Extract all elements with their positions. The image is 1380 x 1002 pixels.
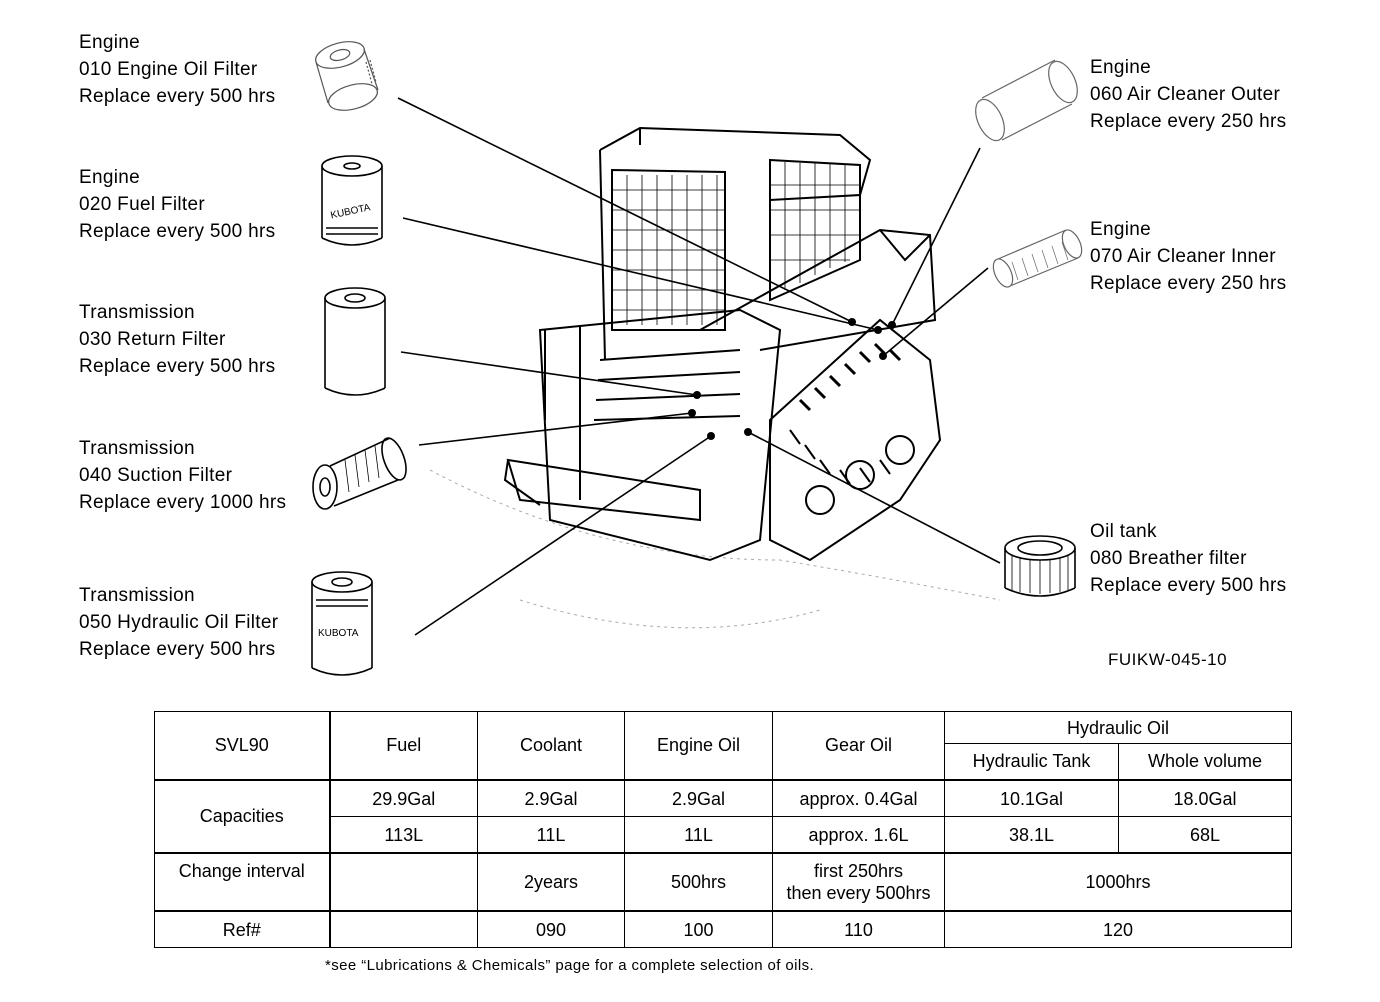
ref-coolant: 090	[477, 910, 625, 949]
interval-fuel	[329, 852, 478, 912]
cap-gal-fuel: 29.9Gal	[329, 778, 478, 818]
callout-item: 080 Breather filter	[1090, 548, 1247, 569]
header-coolant: Coolant	[477, 710, 625, 781]
callout-item: 050 Hydraulic Oil Filter	[79, 612, 279, 633]
callout-item: 010 Engine Oil Filter	[79, 59, 258, 80]
ref-fuel	[329, 910, 478, 949]
callout-interval: Replace every 250 hrs	[1090, 273, 1287, 294]
fuel-filter-icon: KUBOTA	[321, 155, 383, 246]
callout-interval: Replace every 500 hrs	[79, 356, 276, 377]
air-cleaner-outer-icon	[975, 59, 1078, 142]
ref-engine-oil: 100	[624, 910, 773, 949]
callout-category: Transmission	[79, 585, 195, 606]
callout-070: Engine 070 Air Cleaner Inner Replace eve…	[1090, 216, 1286, 297]
interval-gear-oil: first 250hrs then every 500hrs	[772, 852, 945, 912]
cap-gal-whole-volume: 18.0Gal	[1118, 778, 1292, 818]
diagram-artwork: KUBOTA KUBOTA	[311, 41, 1083, 676]
model-cell: SVL90	[154, 710, 331, 781]
interval-gear-oil-line2: then every 500hrs	[786, 883, 931, 904]
callout-category: Engine	[79, 32, 140, 53]
track-loader-illustration	[429, 126, 1001, 629]
leader-lines	[397, 97, 1001, 636]
callout-item: 030 Return Filter	[79, 329, 226, 350]
change-interval-label: Change interval	[154, 852, 331, 912]
callout-category: Transmission	[79, 438, 195, 459]
callout-030: Transmission 030 Return Filter Replace e…	[79, 299, 275, 380]
suction-filter-icon	[312, 437, 407, 510]
cap-l-coolant: 11L	[477, 816, 625, 854]
callout-080: Oil tank 080 Breather filter Replace eve…	[1090, 518, 1286, 599]
header-whole-volume: Whole volume	[1118, 743, 1292, 781]
header-hydraulic-tank: Hydraulic Tank	[944, 743, 1119, 781]
cap-l-whole-volume: 68L	[1118, 816, 1292, 854]
callout-category: Engine	[79, 167, 140, 188]
capacity-table: SVL90 Fuel Coolant Engine Oil Gear Oil H…	[154, 710, 1292, 949]
callout-item: 040 Suction Filter	[79, 465, 233, 486]
callout-050: Transmission 050 Hydraulic Oil Filter Re…	[79, 582, 278, 663]
interval-hydraulic: 1000hrs	[944, 852, 1292, 912]
callout-item: 020 Fuel Filter	[79, 194, 205, 215]
callout-interval: Replace every 500 hrs	[1090, 575, 1287, 596]
engine-oil-filter-icon	[315, 41, 379, 111]
cap-l-gear-oil: approx. 1.6L	[772, 816, 945, 854]
callout-interval: Replace every 500 hrs	[79, 639, 276, 660]
cap-gal-gear-oil: approx. 0.4Gal	[772, 778, 945, 818]
interval-coolant: 2years	[477, 852, 625, 912]
callout-category: Oil tank	[1090, 521, 1157, 542]
cap-l-engine-oil: 11L	[624, 816, 773, 854]
interval-gear-oil-line1: first 250hrs	[813, 861, 904, 882]
breather-filter-icon	[1004, 535, 1076, 597]
ref-gear-oil: 110	[772, 910, 945, 949]
cap-l-fuel: 113L	[329, 816, 478, 854]
svg-text:KUBOTA: KUBOTA	[330, 202, 372, 221]
callout-category: Engine	[1090, 219, 1151, 240]
callout-item: 070 Air Cleaner Inner	[1090, 246, 1276, 267]
callout-010: Engine 010 Engine Oil Filter Replace eve…	[79, 29, 275, 110]
footnote: *see “Lubrications & Chemicals” page for…	[325, 957, 815, 974]
air-cleaner-inner-icon	[992, 229, 1083, 288]
callout-interval: Replace every 500 hrs	[79, 221, 276, 242]
header-hydraulic-oil: Hydraulic Oil	[944, 710, 1292, 745]
callout-020: Engine 020 Fuel Filter Replace every 500…	[79, 164, 275, 245]
ref-hydraulic: 120	[944, 910, 1292, 949]
callout-category: Transmission	[79, 302, 195, 323]
ref-label: Ref#	[154, 910, 331, 949]
cap-gal-engine-oil: 2.9Gal	[624, 778, 773, 818]
header-fuel: Fuel	[329, 710, 478, 781]
return-filter-icon	[324, 287, 386, 396]
callout-item: 060 Air Cleaner Outer	[1090, 84, 1281, 105]
callout-interval: Replace every 250 hrs	[1090, 111, 1287, 132]
figure-reference: FUIKW-045-10	[1108, 650, 1228, 669]
callout-category: Engine	[1090, 57, 1151, 78]
cap-gal-coolant: 2.9Gal	[477, 778, 625, 818]
interval-engine-oil: 500hrs	[624, 852, 773, 912]
cap-gal-hydraulic-tank: 10.1Gal	[944, 778, 1119, 818]
callout-interval: Replace every 500 hrs	[79, 86, 276, 107]
callout-060: Engine 060 Air Cleaner Outer Replace eve…	[1090, 54, 1286, 135]
hydraulic-oil-filter-icon: KUBOTA	[311, 571, 373, 676]
svg-text:KUBOTA: KUBOTA	[318, 628, 359, 639]
callout-interval: Replace every 1000 hrs	[79, 492, 287, 513]
cap-l-hydraulic-tank: 38.1L	[944, 816, 1119, 854]
capacities-label: Capacities	[154, 778, 331, 854]
header-gear-oil: Gear Oil	[772, 710, 945, 781]
header-engine-oil: Engine Oil	[624, 710, 773, 781]
callout-040: Transmission 040 Suction Filter Replace …	[79, 435, 286, 516]
